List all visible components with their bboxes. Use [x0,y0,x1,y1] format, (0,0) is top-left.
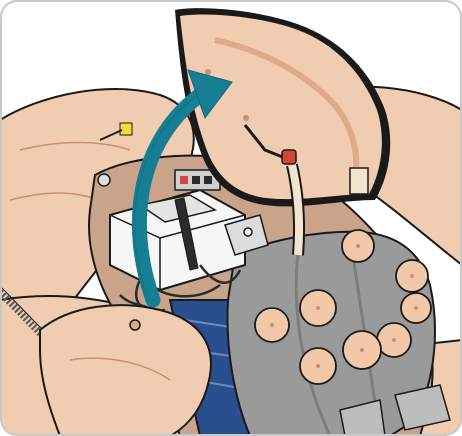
yellow-tag [120,123,132,135]
chest-plate-lip [40,305,211,436]
